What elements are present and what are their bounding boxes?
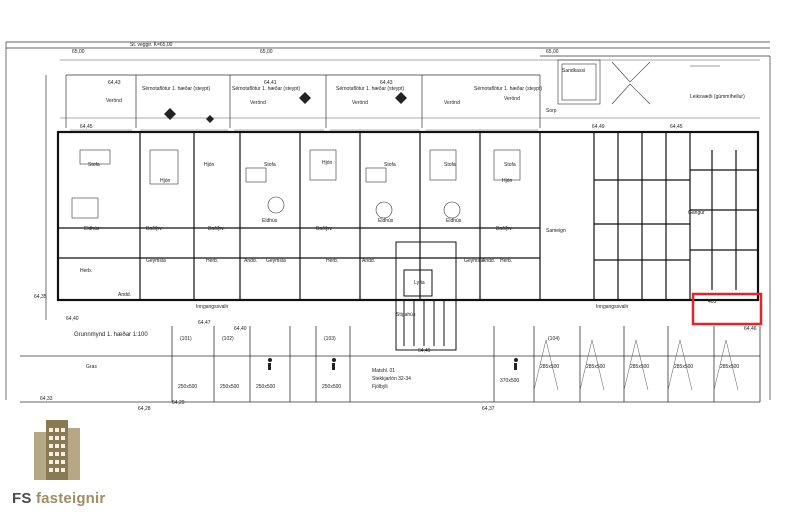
brand-name: FS fasteignir [12,490,105,507]
room-eldhus-1: Eldhús [84,226,100,232]
room-geymsla-1: Geymsla [146,258,166,264]
brand-logo-icon [34,420,80,480]
terrace-label-3: Sérnotaflötur 1. hæðar (steypt) [336,85,404,92]
level-13: 64,29 [172,400,185,406]
terrace-label-4: Sérnotaflötur 1. hæðar (steypt) [474,85,542,92]
room-gangur: Gangur [688,210,705,216]
level-5: 64,49 [592,124,605,130]
stamp-line-1: Matshl. 01 [372,368,395,374]
stamp-line-2: Stekkjarlón 32-34 [372,376,411,382]
level-7: 64,47 [198,320,211,326]
terrace-label-2: Sérnotaflötur 1. hæðar (steypt) [232,85,300,92]
terrace-label-1: Sérnotaflötur 1. hæðar (steypt) [142,85,210,92]
accessible-parking-icons [268,358,518,370]
level-9: 64,40 [234,326,247,332]
room-sandkassi: Sandkassi [562,68,585,74]
parking-103: (103) [324,336,336,342]
level-14: 64,37 [482,406,495,412]
parking-102: (102) [222,336,234,342]
room-eldhus-3: Eldhús [378,218,394,224]
level-1: 64,43 [108,80,121,86]
room-andd-4: Andd. [482,258,495,264]
parking-104: (104) [548,336,560,342]
veranda-3: Verönd [352,100,368,106]
room-stofa-2: Stofa [264,162,276,168]
room-inngangssvalir-2: Inngangssvalir [596,304,629,310]
room-bad-2: Bað/þv. [208,225,225,232]
room-sorp: Sorp [546,108,557,114]
parking-size-8: 285x500 [630,364,649,370]
level-3: 64,43 [380,80,393,86]
level-11: 64,33 [40,396,53,402]
level-10: 64,35 [34,294,47,300]
parking-size-2: 250x500 [220,384,239,390]
parking-size-3: 250x500 [256,384,275,390]
room-stigahus: Stigahús [396,312,416,318]
room-bad-4: Bað/þv. [496,225,513,232]
top-dim-1: 65,00 [72,49,85,55]
level-6: 64,45 [670,124,683,130]
room-herb-4: Herb. [500,258,512,264]
room-geymsla-3: Geymsla [464,258,484,264]
level-15: 64,46 [744,326,757,332]
room-hjon-4: Hjón [502,178,513,184]
room-eldhus-2: Eldhús [262,218,278,224]
room-andd-3: Andd. [362,258,375,264]
room-herb-1: Herb. [80,268,92,274]
highlight-label: 403 [708,299,717,305]
room-andd-2: Andd. [244,258,257,264]
level-2: 64,41 [264,80,277,86]
room-stofa-4: Stofa [444,162,456,168]
top-dim-3: 65,00 [546,49,559,55]
top-dim-2: 65,00 [260,49,273,55]
road-label: St. veggir. K=65,00 [130,42,173,48]
room-geymsla-2: Geymsla [266,258,286,264]
brand-name-part1: FS [12,490,36,507]
room-lyfta: Lyfta [414,280,425,286]
level-16: 64,49 [418,348,431,354]
parking-size-7: 285x500 [586,364,605,370]
room-stofa-5: Stofa [504,162,516,168]
parking-size-4: 250x500 [322,384,341,390]
parking-size-5: 370x500 [500,378,519,384]
parking-size-9: 285x500 [674,364,693,370]
room-hjon-3: Hjón [322,160,333,166]
room-bad-3: Bað/þv. [316,225,333,232]
room-herb-3: Herb. [326,258,338,264]
parking-size-6: 285x500 [540,364,559,370]
parking-size-10: 285x500 [720,364,739,370]
room-stofa-3: Stofa [384,162,396,168]
room-sameign: Sameign [546,228,566,234]
room-inngangssvalir-1: Inngangssvalir [196,304,229,310]
veranda-1: Verönd [106,98,122,104]
level-12: 64,28 [138,406,151,412]
room-bad-1: Bað/þv. [146,225,163,232]
area-gras: Gras [86,364,97,370]
veranda-4: Verönd [444,100,460,106]
plan-title: Grunnmynd 1. hæðar 1:100 [74,331,148,338]
room-hjon-1: Hjón [160,178,171,184]
level-4: 64,45 [80,124,93,130]
room-herb-2: Herb. [206,258,218,264]
stamp-line-3: Fjölbýli [372,384,388,390]
room-stofa-1: Stofa [88,162,100,168]
room-eldhus-4: Eldhús [446,218,462,224]
level-8: 64,40 [66,316,79,322]
veranda-5: Verönd [504,96,520,102]
parking-101: (101) [180,336,192,342]
parking-size-1: 250x500 [178,384,197,390]
veranda-2: Verönd [250,100,266,106]
room-hjon-2: Hjón [204,162,215,168]
room-andd-1: Andd. [118,292,131,298]
brand-name-part2: fasteignir [35,490,106,507]
room-leiksvaedi: Leiksvæði (gúmmíhellur) [690,93,745,100]
